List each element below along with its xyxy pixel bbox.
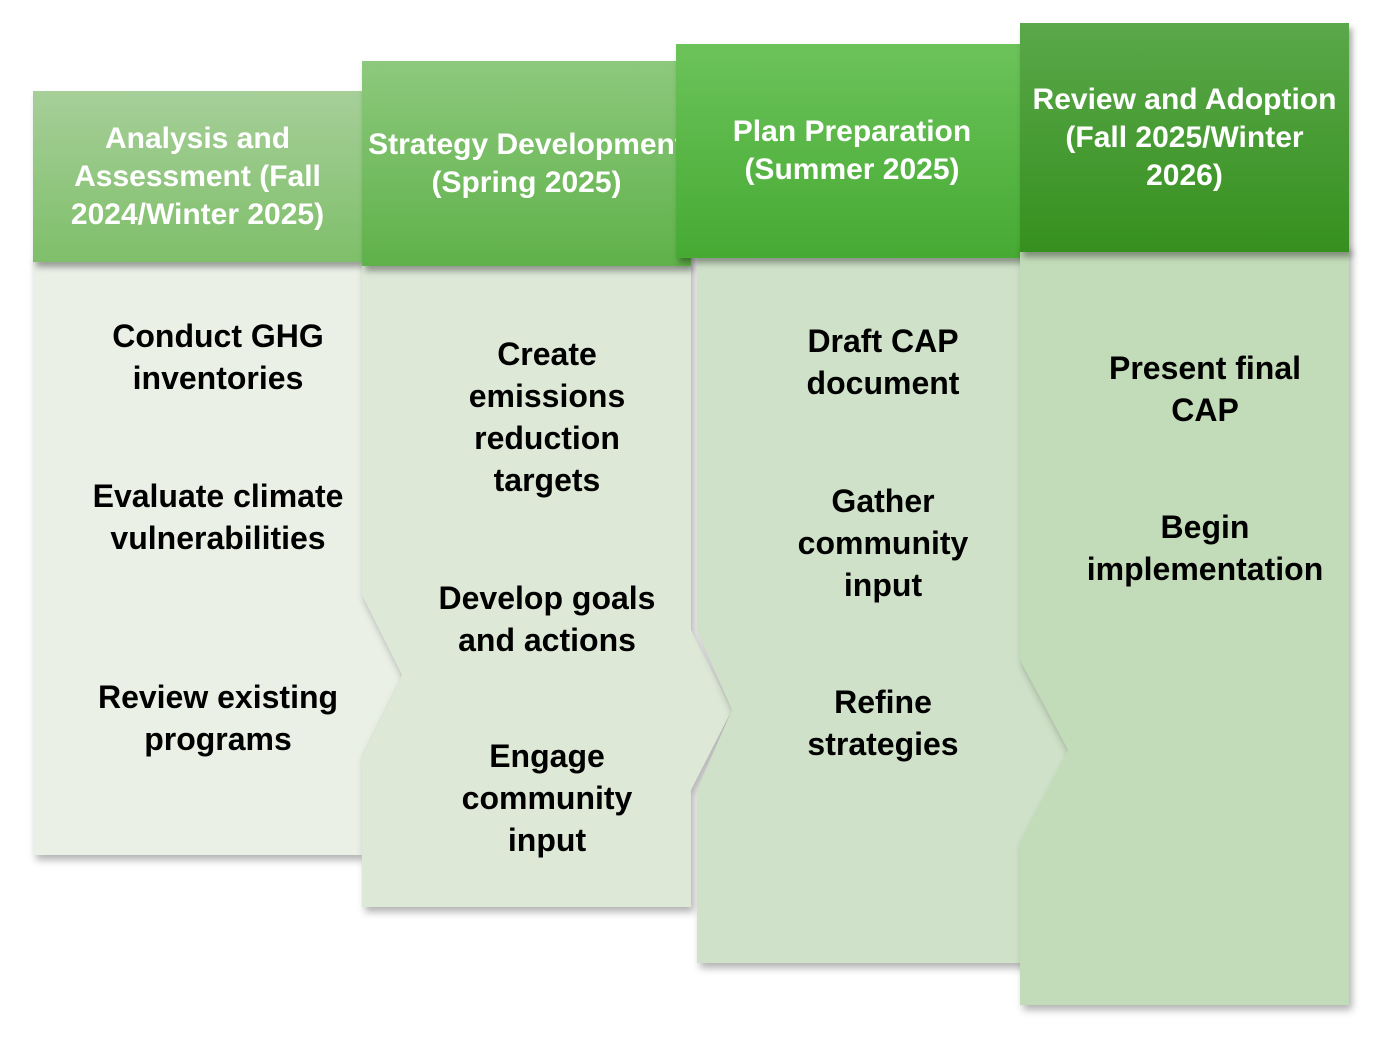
phase-3-item-2: Gather community input bbox=[797, 483, 969, 603]
phase-4-item-2: Begin implementation bbox=[1086, 509, 1324, 587]
phase-4-title: Review and Adoption (Fall 2025/Winter 20… bbox=[1032, 82, 1337, 192]
phase-3-item-3: Refine strategies bbox=[807, 684, 959, 762]
phase-3-item-1: Draft CAP document bbox=[806, 323, 960, 401]
phase-3-body bbox=[697, 250, 1068, 963]
phase-2-item-2: Develop goals and actions bbox=[438, 580, 656, 658]
phase-3-header: Plan Preparation (Summer 2025) bbox=[676, 44, 1028, 258]
phase-1-item-2: Evaluate climate vulnerabilities bbox=[92, 478, 344, 556]
phase-4-item-1: Present final CAP bbox=[1108, 350, 1302, 428]
phase-3-title: Plan Preparation (Summer 2025) bbox=[732, 115, 972, 186]
phase-2-header: Strategy Development (Spring 2025) bbox=[362, 61, 691, 266]
phase-1-title: Analysis and Assessment (Fall 2024/Winte… bbox=[70, 121, 325, 231]
phase-4-header: Review and Adoption (Fall 2025/Winter 20… bbox=[1020, 23, 1349, 252]
phase-2-item-1: Create emissions reduction targets bbox=[468, 336, 626, 498]
phase-2-title: Strategy Development (Spring 2025) bbox=[368, 127, 685, 199]
phase-4-body bbox=[1020, 245, 1349, 1005]
phase-1-item-3: Review existing programs bbox=[97, 679, 339, 757]
phase-2-body bbox=[362, 260, 732, 907]
phase-2-item-3: Engage community input bbox=[461, 738, 633, 858]
phase-1-body bbox=[33, 255, 402, 855]
phase-1-header: Analysis and Assessment (Fall 2024/Winte… bbox=[33, 91, 362, 262]
phase-1-item-1: Conduct GHG inventories bbox=[112, 318, 324, 396]
